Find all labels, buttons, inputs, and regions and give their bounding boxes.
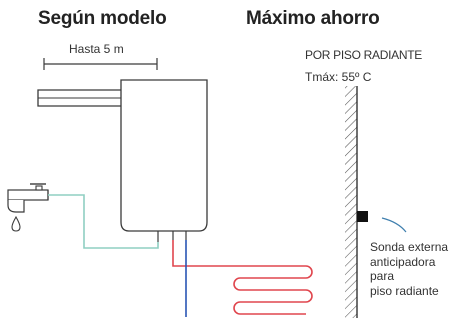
external-sensor xyxy=(357,211,368,222)
water-drop-icon xyxy=(11,215,21,232)
floor-heating-label: POR PISO RADIANTE xyxy=(305,48,422,62)
faucet-icon xyxy=(7,183,49,213)
wall xyxy=(345,86,358,318)
sensor-line: para xyxy=(370,269,395,283)
left-panel-title: Según modelo xyxy=(38,8,167,29)
water-heater-body xyxy=(120,79,208,232)
radiant-floor-coil xyxy=(172,240,313,315)
sensor-line: Sonda externa xyxy=(370,240,449,254)
sensor-line: anticipadora xyxy=(370,254,436,269)
cold-water-pipe xyxy=(48,194,159,249)
distance-dimension-line xyxy=(43,58,158,70)
sensor-lead-line xyxy=(381,217,407,233)
sensor-line: piso radiante xyxy=(370,283,439,298)
distance-label: Hasta 5 m xyxy=(69,42,124,56)
right-panel-title: Máximo ahorro xyxy=(246,8,380,29)
sensor-description: Sonda externa anticipadora para piso rad… xyxy=(370,240,448,298)
max-temperature-label: Tmáx: 55º C xyxy=(305,70,372,84)
